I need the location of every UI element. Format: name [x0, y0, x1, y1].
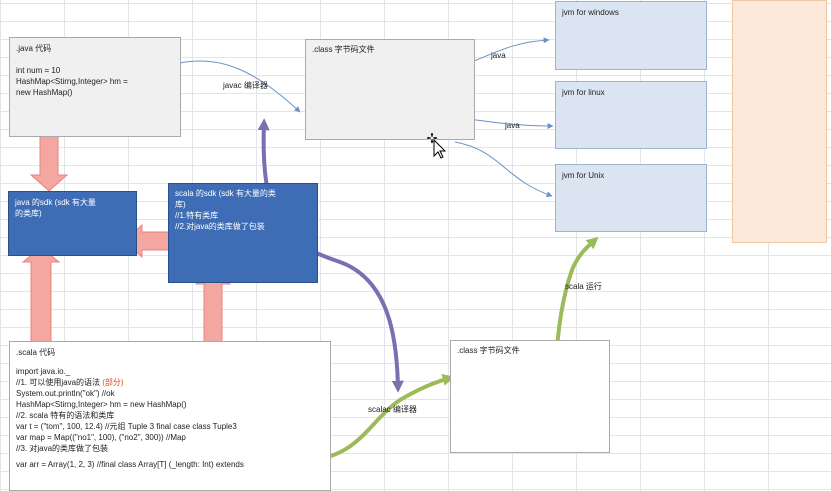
scala-sdk-line: 库)	[175, 200, 186, 209]
scala-run-arrow	[554, 236, 599, 366]
scala-sdk-line: //1.特有类库	[175, 211, 219, 220]
scala-code-line: var map = Map(("no1", 100), ("no2", 300)…	[16, 433, 186, 442]
java-sdk-box: java 的sdk (sdk 有大量 的类库)	[8, 191, 137, 256]
java-sdk-line: 的类库)	[15, 209, 42, 218]
scala-sdk-box: scala 的sdk (sdk 有大量的类 库) //1.特有类库 //2.对j…	[168, 183, 318, 283]
scala-code-line: //1. 可以使用java的语法 (部分)	[16, 378, 124, 387]
java-arrow-label: java	[505, 121, 520, 130]
scala-code-line: //2. scala 特有的语法和类库	[16, 411, 115, 420]
class-file-box-top: .class 字节码文件	[305, 39, 475, 140]
jvm-label: jvm for linux	[562, 88, 605, 97]
jvm-linux-box: jvm for linux	[555, 81, 707, 149]
jvm-windows-box: jvm for windows	[555, 1, 707, 70]
class-file-title: .class 字节码文件	[457, 346, 520, 355]
scala-code-line: import java.io._	[16, 367, 71, 376]
scala-code-line: System.out.println("ok") //ok	[16, 389, 115, 398]
java-arrow-label: java	[491, 51, 506, 60]
scala-code-line: var t = ("tom", 100, 12.4) //元组 Tuple 3 …	[16, 422, 237, 431]
java-arrow-unix	[454, 141, 553, 198]
scala-code-line: var arr = Array(1, 2, 3) //final class A…	[16, 460, 244, 469]
jvm-label: jvm for Unix	[562, 171, 605, 180]
class-file-box-bottom: .class 字节码文件	[450, 340, 610, 453]
jvm-label: jvm for windows	[562, 8, 619, 17]
java-code-line: HashMap<Stirng,Integer> hm =	[16, 77, 128, 86]
class-file-title: .class 字节码文件	[312, 45, 375, 54]
java-code-title: .java 代码	[16, 44, 52, 53]
scalac-arrow	[311, 374, 455, 462]
java-code-box: .java 代码 int num = 10 HashMap<Stirng,Int…	[9, 37, 181, 137]
scala-sdk-line: //2.对java的类库做了包装	[175, 222, 265, 231]
jvm-unix-box: jvm for Unix	[555, 164, 707, 232]
scala-code-box: .scala 代码 import java.io._ //1. 可以使用java…	[9, 341, 331, 491]
javac-arrow	[179, 60, 301, 113]
java-code-line: new HashMap()	[16, 88, 73, 97]
pink-arrow-scala-to-javasdk	[21, 246, 61, 356]
scala-run-label: scala 运行	[565, 282, 602, 291]
scala-code-line: HashMap<Stirng,Integer> hm = new HashMap…	[16, 400, 187, 409]
scala-code-line: //3. 对java的类库做了包装	[16, 444, 109, 453]
java-sdk-line: java 的sdk (sdk 有大量	[15, 198, 96, 207]
scalac-label: scalac 编译器	[368, 405, 417, 414]
partial-highlight: (部分)	[102, 378, 124, 387]
move-cursor-icon	[425, 131, 447, 159]
right-panel	[732, 0, 827, 243]
javac-label: javac 编译器	[223, 81, 268, 90]
java-code-line: int num = 10	[16, 66, 61, 75]
scala-sdk-line: scala 的sdk (sdk 有大量的类	[175, 189, 276, 198]
scala-code-title: .scala 代码	[16, 348, 56, 357]
